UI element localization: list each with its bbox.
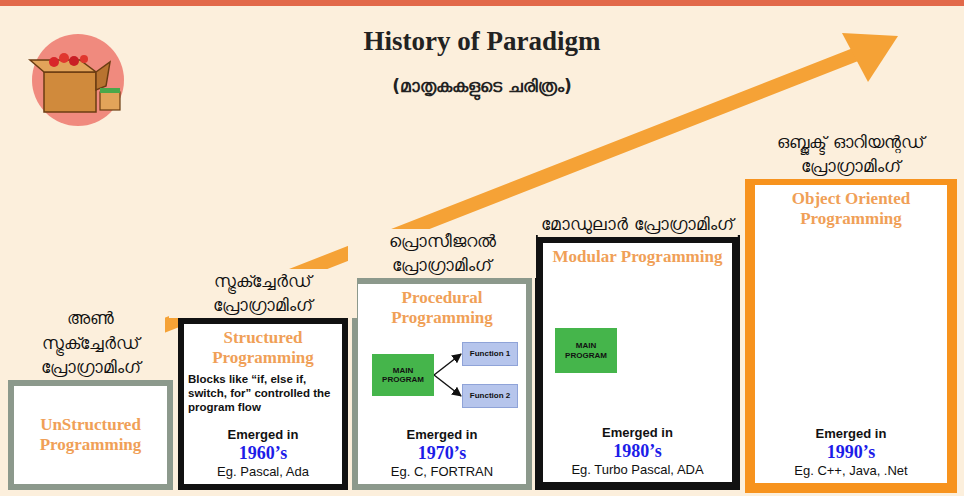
year-text: 1980’s — [613, 441, 661, 463]
flow-arrow — [434, 354, 461, 375]
program-box: Function 2 — [462, 384, 518, 408]
emerged-text: Emerged in — [602, 425, 673, 441]
inner-text: Function 2 — [468, 391, 512, 400]
name-text: UnStructured Programming — [14, 415, 167, 454]
inner-text: Function 1 — [468, 349, 512, 358]
eg-text: Eg. Turbo Pascal, ADA — [571, 462, 703, 479]
head-text: മോഡുലാർ പ്രോഗ്രാമിംഗ് — [537, 212, 737, 237]
paradigm-box: പ്രൊസീജറൽ പ്രോഗ്രാമിംഗ്Procedural Progra… — [352, 278, 532, 490]
paradigm-box: ഒബ്ജക്ട് ഓറിയന്റഡ് പ്രോഗ്രാമിംഗ്Object O… — [745, 175, 957, 493]
eg-text: Eg. C, FORTRAN — [391, 464, 493, 481]
desc-text: Blocks like “if, else if, switch, for” c… — [184, 373, 342, 414]
name-text: Modular Programming — [549, 247, 727, 267]
box-icon — [30, 34, 124, 126]
inner-text: MAIN PROGRAM — [555, 341, 617, 359]
paradigm-box: മോഡുലാർ പ്രോഗ്രാമിംഗ്Modular Programming… — [535, 235, 740, 490]
program-box: Function 1 — [462, 342, 518, 366]
emerged-text: Emerged in — [816, 426, 887, 442]
year-text: 1990’s — [827, 442, 875, 464]
head-text: സ്ട്രക്ച്ചേർഡ് പ്രോഗ്രാമിംഗ് — [169, 269, 357, 318]
head-text: അൺ സ്ട്രക്ച്ചേർഡ് പ്രോഗ്രാമിംഗ് — [17, 306, 165, 380]
paradigm-box: അൺ സ്ട്രക്ച്ചേർഡ് പ്രോഗ്രാമിംഗ്UnStructu… — [8, 380, 173, 490]
top-stripe — [0, 0, 964, 6]
eg-text: Eg. C++, Java, .Net — [794, 463, 907, 480]
head-text: പ്രൊസീജറൽ പ്രോഗ്രാമിംഗ് — [348, 229, 536, 278]
name-text: Procedural Programming — [358, 288, 526, 327]
flow-arrow — [434, 375, 461, 396]
eg-text: Eg. Pascal, Ada — [217, 464, 309, 481]
year-text: 1960’s — [239, 443, 287, 465]
year-text: 1970’s — [418, 443, 466, 465]
title: History of Paradigm — [0, 26, 964, 57]
name-text: Structured Programming — [184, 328, 342, 367]
program-box: MAIN PROGRAM — [555, 328, 617, 373]
inner-text: MAIN PROGRAM — [372, 366, 434, 384]
emerged-text: Emerged in — [228, 427, 299, 443]
emerged-text: Emerged in — [407, 427, 478, 443]
name-text: Object Oriented Programming — [755, 189, 947, 228]
paradigm-box: സ്ട്രക്ച്ചേർഡ് പ്രോഗ്രാമിംഗ്Structured P… — [178, 318, 348, 490]
head-text: ഒബ്ജക്ട് ഓറിയന്റഡ് പ്രോഗ്രാമിംഗ് — [742, 130, 960, 179]
subtitle: (മാതൃകകളുടെ ചരിത്രം) — [0, 76, 964, 96]
program-box: MAIN PROGRAM — [372, 354, 434, 396]
